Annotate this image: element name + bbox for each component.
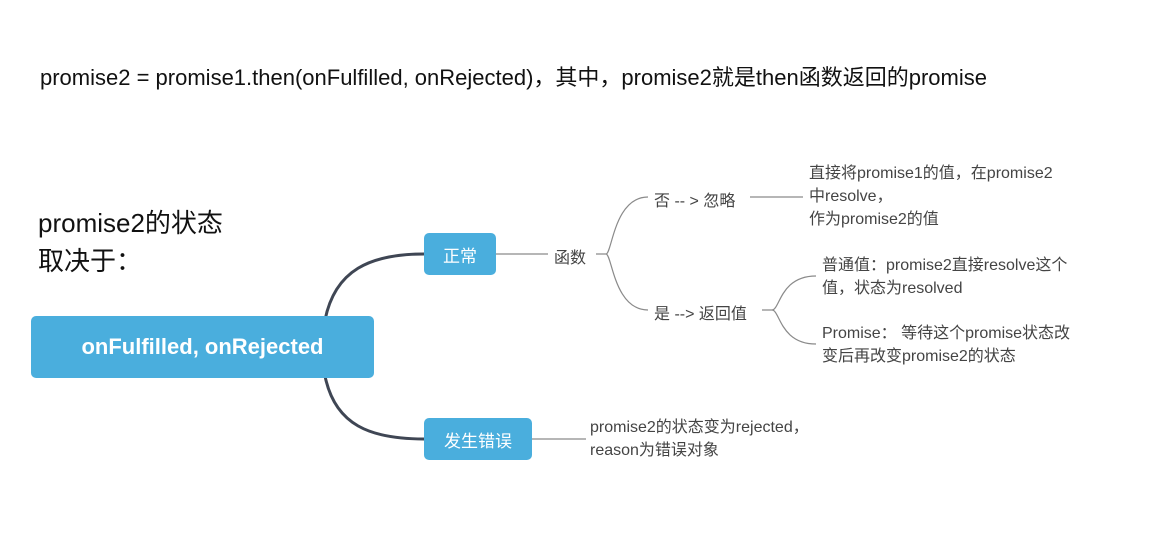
note-line: 变后再改变promise2的状态 bbox=[822, 348, 1016, 365]
branch-normal-label: 正常 bbox=[443, 246, 477, 266]
trunk-to-normal bbox=[323, 252, 425, 321]
error-note[interactable]: promise2的状态变为rejected， reason为错误对象 bbox=[590, 416, 809, 462]
note-line: 直接将promise1的值，在promise2 bbox=[809, 165, 1053, 182]
branch-normal-node[interactable]: 正常 bbox=[424, 233, 496, 275]
headline-formula: promise2 = promise1.then(onFulfilled, on… bbox=[40, 65, 987, 90]
root-node-label: onFulfilled, onRejected bbox=[81, 334, 324, 359]
note-line: 作为promise2的值 bbox=[809, 211, 939, 228]
branch-error-label: 发生错误 bbox=[444, 431, 512, 451]
root-node[interactable]: onFulfilled, onRejected bbox=[31, 316, 374, 378]
note-line: 值，状态为resolved bbox=[822, 280, 963, 297]
note-line: 普通值：promise2直接resolve这个 bbox=[822, 257, 1068, 274]
line-yes-to-plain bbox=[762, 275, 817, 311]
branch-error-node[interactable]: 发生错误 bbox=[424, 418, 532, 460]
no-ignore-node[interactable]: 否 -- > 忽略 bbox=[654, 193, 736, 210]
side-title: promise2的状态 取决于： bbox=[38, 204, 223, 280]
note-line: Promise： 等待这个promise状态改 bbox=[822, 325, 1071, 342]
plain-value-note[interactable]: 普通值：promise2直接resolve这个 值，状态为resolved bbox=[822, 254, 1067, 300]
note-line: promise2的状态变为rejected， bbox=[590, 419, 809, 436]
line-func-to-no bbox=[596, 196, 649, 255]
note-line: 中resolve， bbox=[809, 188, 893, 205]
trunk-to-error bbox=[323, 375, 425, 441]
line-func-to-yes bbox=[605, 253, 649, 311]
yes-return-node[interactable]: 是 --> 返回值 bbox=[654, 306, 747, 323]
no-ignore-note[interactable]: 直接将promise1的值，在promise2 中resolve， 作为prom… bbox=[809, 162, 1053, 231]
side-title-line2: 取决于： bbox=[38, 246, 143, 276]
promise-value-note[interactable]: Promise： 等待这个promise状态改 变后再改变promise2的状态 bbox=[822, 322, 1070, 368]
side-title-line1: promise2的状态 bbox=[38, 208, 223, 238]
function-node[interactable]: 函数 bbox=[554, 250, 587, 267]
note-line: reason为错误对象 bbox=[590, 442, 719, 459]
line-yes-to-promise bbox=[771, 309, 817, 345]
